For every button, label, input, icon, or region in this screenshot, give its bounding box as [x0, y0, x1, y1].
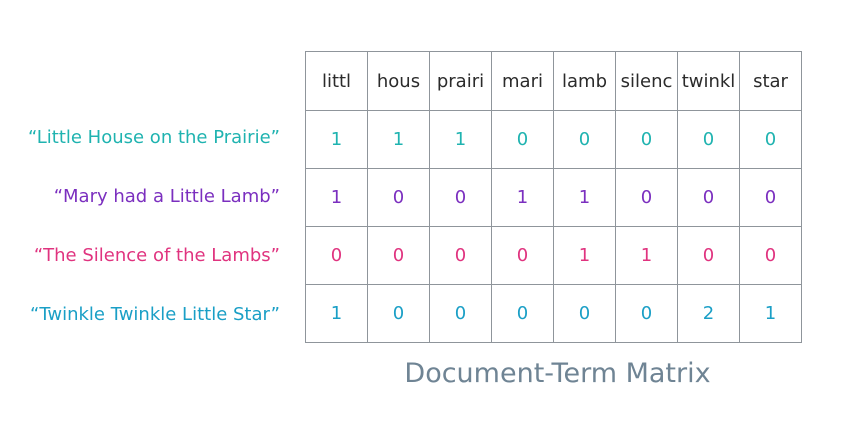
term-header-silenc: silenc: [615, 51, 678, 111]
count-cell: 0: [677, 110, 740, 169]
count-cell: 1: [553, 226, 616, 285]
count-cell: 1: [615, 226, 678, 285]
count-cell: 1: [491, 168, 554, 227]
count-cell: 0: [429, 226, 492, 285]
document-label-silence-lambs: “The Silence of the Lambs”: [33, 245, 280, 266]
count-cell: 0: [615, 168, 678, 227]
count-cell: 2: [677, 284, 740, 343]
count-cell: 0: [429, 168, 492, 227]
term-header-littl: littl: [305, 51, 368, 111]
matrix-row: 1 1 1 0 0 0 0 0: [305, 110, 802, 169]
count-cell: 0: [677, 168, 740, 227]
count-cell: 1: [739, 284, 802, 343]
term-header-twinkl: twinkl: [677, 51, 740, 111]
count-cell: 0: [367, 284, 430, 343]
matrix-row: 1 0 0 0 0 0 2 1: [305, 284, 802, 343]
count-cell: 0: [677, 226, 740, 285]
matrix-row: 0 0 0 0 1 1 0 0: [305, 226, 802, 285]
matrix-caption: Document-Term Matrix: [404, 358, 711, 389]
term-header-lamb: lamb: [553, 51, 616, 111]
count-cell: 0: [739, 110, 802, 169]
document-label-little-house: “Little House on the Prairie”: [27, 127, 280, 148]
term-header-star: star: [739, 51, 802, 111]
count-cell: 1: [429, 110, 492, 169]
count-cell: 0: [615, 284, 678, 343]
document-label-twinkle-star: “Twinkle Twinkle Little Star”: [30, 304, 280, 325]
count-cell: 1: [553, 168, 616, 227]
count-cell: 0: [429, 284, 492, 343]
count-cell: 1: [305, 168, 368, 227]
count-cell: 0: [491, 284, 554, 343]
count-cell: 0: [739, 226, 802, 285]
count-cell: 0: [491, 110, 554, 169]
term-header-row: littl hous prairi mari lamb silenc twink…: [305, 51, 802, 111]
count-cell: 0: [367, 168, 430, 227]
term-header-hous: hous: [367, 51, 430, 111]
count-cell: 0: [553, 110, 616, 169]
count-cell: 0: [615, 110, 678, 169]
count-cell: 0: [491, 226, 554, 285]
document-term-matrix: littl hous prairi mari lamb silenc twink…: [305, 51, 802, 343]
count-cell: 1: [305, 110, 368, 169]
count-cell: 0: [305, 226, 368, 285]
count-cell: 1: [367, 110, 430, 169]
count-cell: 0: [367, 226, 430, 285]
term-header-mari: mari: [491, 51, 554, 111]
term-header-prairi: prairi: [429, 51, 492, 111]
count-cell: 1: [305, 284, 368, 343]
count-cell: 0: [739, 168, 802, 227]
document-label-mary-lamb: “Mary had a Little Lamb”: [53, 186, 280, 207]
matrix-row: 1 0 0 1 1 0 0 0: [305, 168, 802, 227]
count-cell: 0: [553, 284, 616, 343]
